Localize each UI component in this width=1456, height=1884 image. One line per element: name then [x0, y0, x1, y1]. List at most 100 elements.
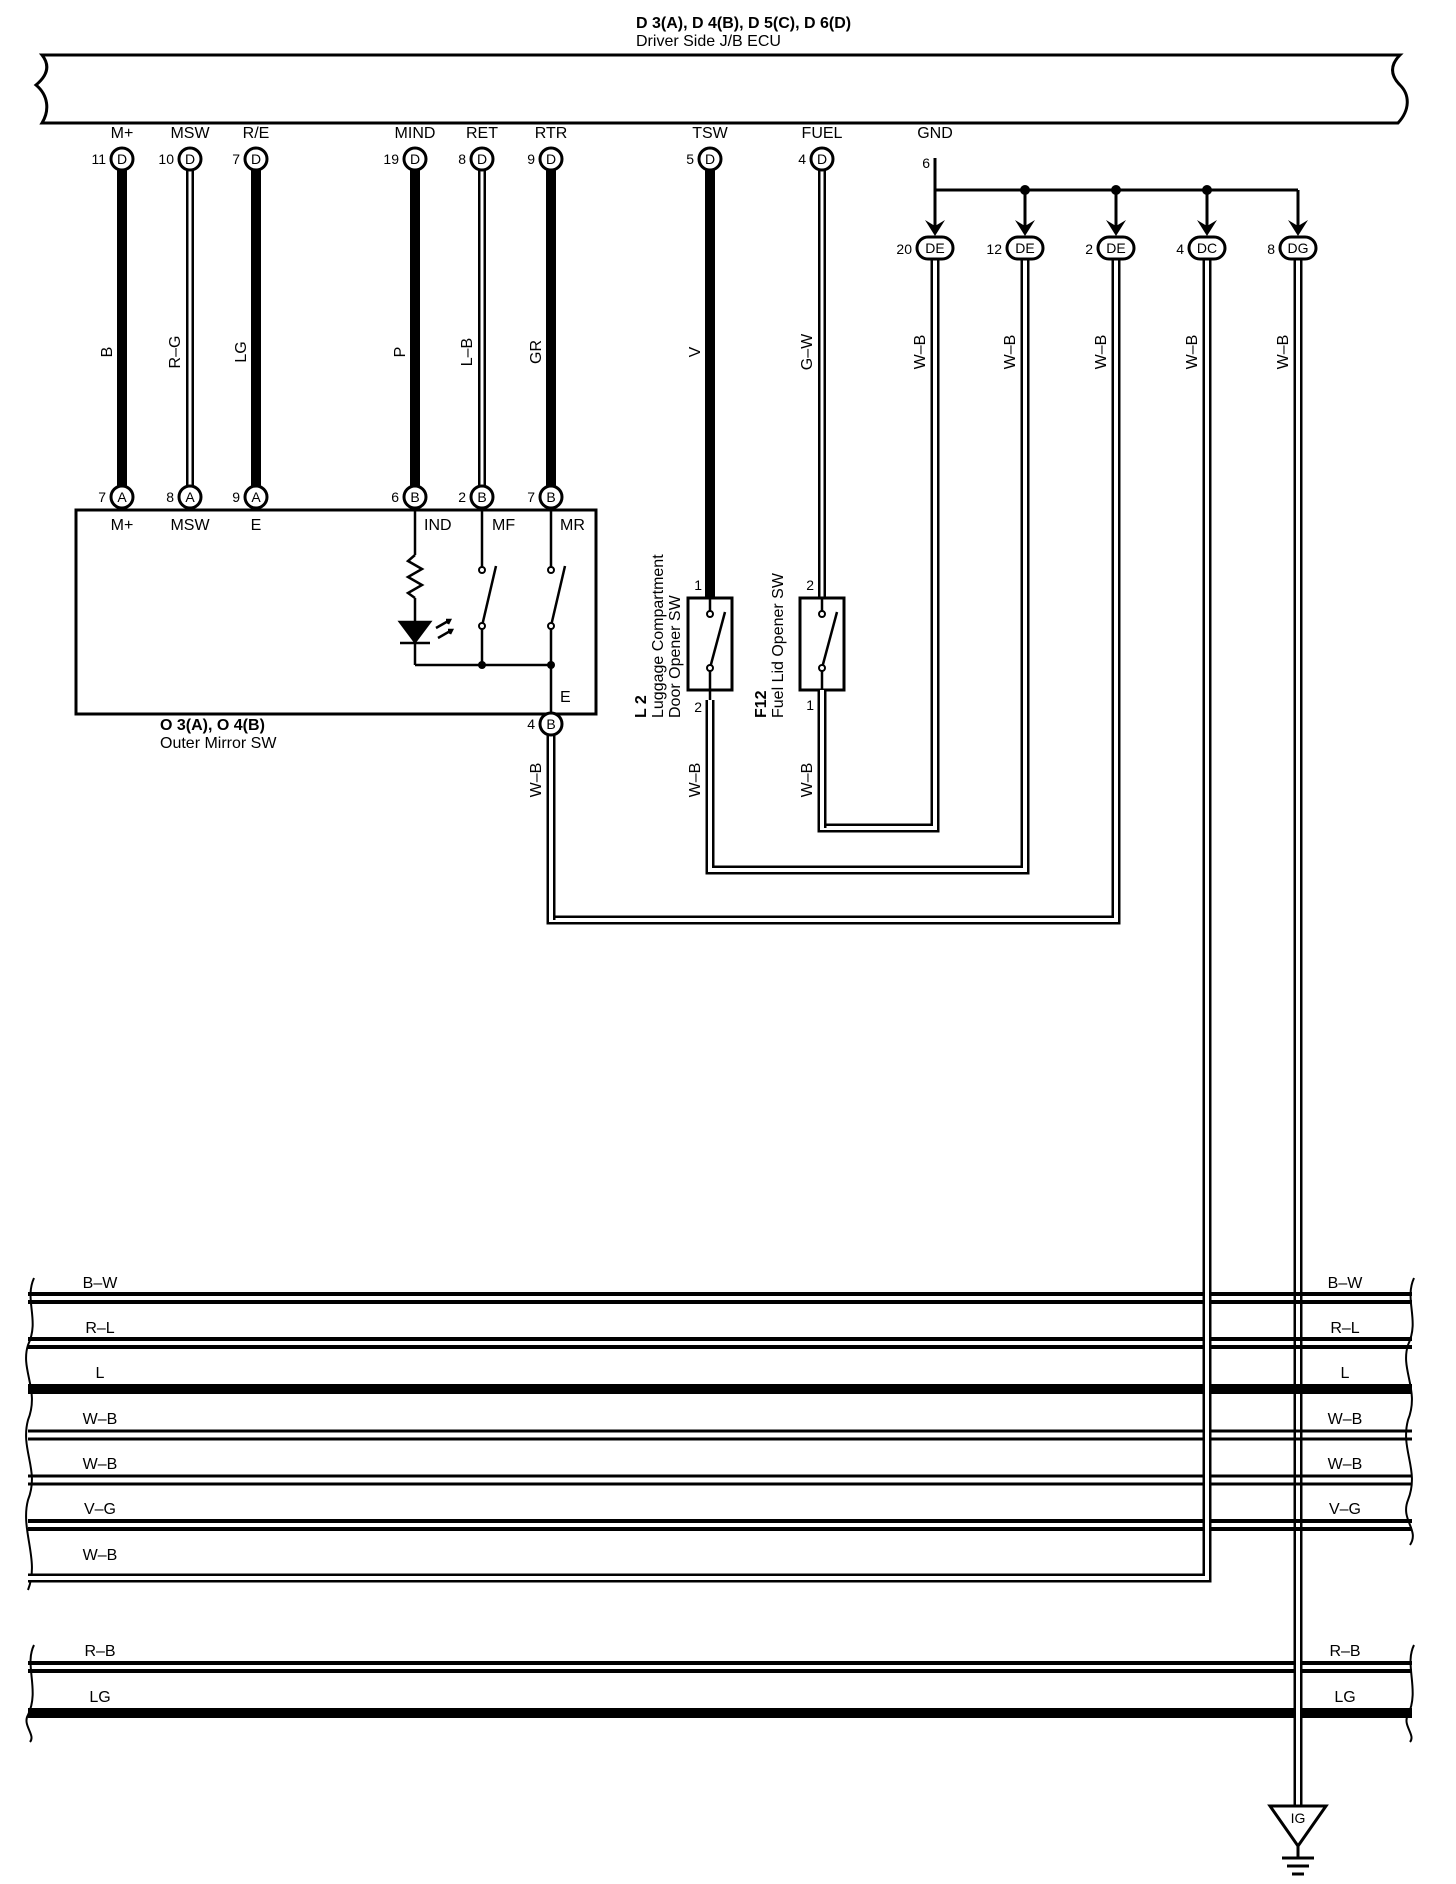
harness-group-1	[25, 1277, 1415, 1591]
ecu-pin-9: 9	[527, 151, 535, 167]
ecu-pin-5: 5	[686, 151, 694, 167]
svg-text:W–B: W–B	[1275, 335, 1292, 370]
ground-symbol-label: IG	[1291, 1810, 1306, 1826]
svg-text:8: 8	[166, 489, 174, 505]
wire-label-r-g: R–G	[167, 336, 184, 369]
svg-text:B–W: B–W	[1328, 1275, 1364, 1292]
svg-text:R–L: R–L	[1330, 1320, 1359, 1337]
svg-text:E: E	[560, 689, 571, 706]
mirror-ground-wire-label: W–B	[528, 763, 545, 798]
mirror-junction-dots	[478, 661, 555, 669]
svg-text:B: B	[546, 489, 555, 505]
harness-break-right-1	[1405, 1277, 1415, 1546]
mirror-switch-subtitle: Outer Mirror SW	[160, 735, 277, 752]
ecu-terminal-gnd: GND	[917, 125, 953, 142]
fuel-pin-top: 2	[806, 577, 814, 593]
ecu-pin-7: 7	[232, 151, 240, 167]
wire-color-labels: B R–G LG P L–B GR V G–W	[99, 333, 816, 370]
svg-text:6: 6	[391, 489, 399, 505]
ecu-title: D 3(A), D 4(B), D 5(C), D 6(D)	[636, 15, 851, 32]
svg-text:Fuel Lid Opener SW: Fuel Lid Opener SW	[770, 572, 787, 718]
svg-text:L: L	[1341, 1365, 1350, 1382]
conn-circle: D	[697, 146, 723, 172]
svg-text:2: 2	[458, 489, 466, 505]
svg-text:7: 7	[527, 489, 535, 505]
svg-text:B–W: B–W	[83, 1275, 119, 1292]
svg-text:MR: MR	[560, 517, 585, 534]
svg-text:LG: LG	[89, 1689, 110, 1706]
mirror-ground-circle: B	[538, 711, 564, 737]
ecu-terminal-m-plus: M+	[111, 125, 134, 142]
mirror-internal-dots	[478, 566, 555, 630]
ecu-terminal-ret: RET	[466, 125, 498, 142]
luggage-pin-bottom: 2	[694, 699, 702, 715]
gnd-bus-junctions	[1020, 185, 1212, 195]
svg-text:D: D	[546, 151, 556, 167]
svg-text:W–B: W–B	[1328, 1456, 1363, 1473]
conn-circle: D	[243, 146, 269, 172]
harness-break-right-2	[1405, 1644, 1415, 1743]
svg-text:W–B: W–B	[83, 1547, 118, 1564]
ground-icon	[1267, 1804, 1329, 1876]
led-icon	[397, 620, 433, 645]
gnd-arrow-heads	[925, 220, 1308, 236]
mirror-internal-circuit	[397, 510, 567, 686]
svg-text:D: D	[117, 151, 127, 167]
mirror-terminal-labels: M+ MSW E IND MF MR E	[111, 517, 585, 706]
fuel-pin-bottom: 1	[806, 697, 814, 713]
svg-text:DE: DE	[925, 240, 944, 256]
svg-text:A: A	[251, 489, 261, 505]
svg-text:12: 12	[986, 241, 1002, 257]
luggage-switch-labels: L 2 Luggage Compartment Door Opener SW	[633, 554, 684, 718]
ground-branch-wires	[28, 258, 1303, 1828]
gnd-wire-dc-over	[28, 1280, 1212, 1583]
harness-group-2	[25, 1644, 1415, 1743]
wire-label-v: V	[687, 346, 704, 357]
svg-text:4: 4	[1176, 241, 1184, 257]
svg-text:DC: DC	[1197, 240, 1217, 256]
svg-text:A: A	[117, 489, 127, 505]
svg-text:DG: DG	[1288, 240, 1309, 256]
svg-text:LG: LG	[1334, 1689, 1355, 1706]
svg-text:B: B	[477, 489, 486, 505]
conn-circle: D	[177, 146, 203, 172]
svg-text:IND: IND	[424, 517, 452, 534]
svg-text:L 2: L 2	[633, 695, 650, 718]
ecu-pin-4: 4	[798, 151, 806, 167]
wire-label-gr: GR	[528, 340, 545, 364]
wire-label-l-b: L–B	[459, 338, 476, 366]
ground-wire-labels: W–B W–B W–B W–B W–B	[912, 335, 1292, 370]
wire-label-b: B	[99, 347, 116, 358]
ecu-terminal-names: M+ MSW R/E MIND RET RTR TSW FUEL GND	[111, 125, 953, 142]
fuel-wire-label: W–B	[799, 763, 816, 798]
conn-circle: D	[402, 146, 428, 172]
harness-break-left-1	[25, 1277, 35, 1591]
svg-text:W–B: W–B	[1184, 335, 1201, 370]
harness-row-w-b-2	[28, 1474, 1412, 1486]
conn-circle: D	[469, 146, 495, 172]
svg-text:Luggage Compartment: Luggage Compartment	[650, 554, 667, 718]
svg-text:DE: DE	[1106, 240, 1125, 256]
mirror-connector-circles: A A A B B B	[109, 484, 564, 510]
svg-text:Door Opener SW: Door Opener SW	[667, 594, 684, 718]
svg-text:V–G: V–G	[1329, 1501, 1361, 1518]
svg-text:W–B: W–B	[1328, 1411, 1363, 1428]
harness-row-v-g	[28, 1519, 1412, 1531]
svg-text:M+: M+	[111, 517, 134, 534]
ecu-terminal-mind: MIND	[395, 125, 436, 142]
wire-label-p: P	[392, 347, 409, 358]
harness-group-2-labels: R–B R–B LG LG	[84, 1643, 1360, 1706]
mirror-pin-numbers: 7 8 9 6 2 7	[98, 489, 535, 505]
svg-text:D: D	[251, 151, 261, 167]
ground-connector-pins: 20 12 2 4 8	[896, 241, 1275, 257]
wires-ecu-to-mirror	[117, 170, 826, 598]
wire-label-g-w: G–W	[799, 333, 816, 370]
svg-text:W–B: W–B	[1093, 335, 1110, 370]
svg-text:D: D	[705, 151, 715, 167]
svg-text:DE: DE	[1015, 240, 1034, 256]
luggage-pin-top: 1	[694, 577, 702, 593]
switch-mr-blade	[549, 565, 567, 627]
luggage-switch	[686, 596, 734, 700]
fuel-switch-labels: F12 Fuel Lid Opener SW	[753, 572, 787, 718]
ecu-pin-6: 6	[922, 155, 930, 171]
